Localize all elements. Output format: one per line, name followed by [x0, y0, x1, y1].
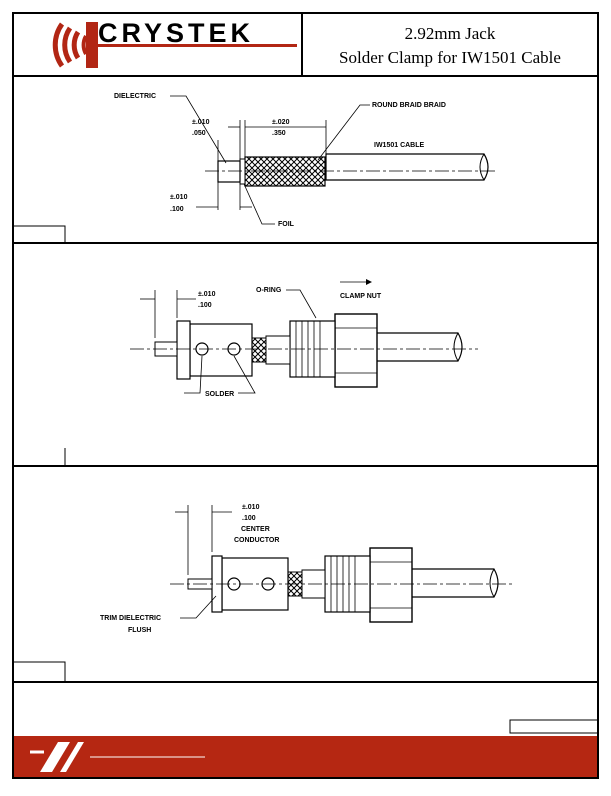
cable-jacket	[325, 153, 489, 181]
label-foil: FOIL	[278, 221, 295, 228]
cable-2	[374, 332, 463, 362]
step-box-3	[13, 661, 66, 682]
outer-frame	[12, 12, 599, 779]
doc-number-box	[509, 719, 599, 734]
foil-section	[239, 158, 246, 185]
brand-name: CRYSTEK	[98, 18, 254, 48]
tol-c: ±.010	[170, 194, 188, 201]
braid-2	[251, 337, 267, 363]
tol-b: ±.020	[272, 119, 290, 126]
braid-section	[244, 156, 326, 187]
label-trim-dielectric: TRIM DIELECTRIC	[100, 615, 161, 622]
label-dielectric: DIELECTRIC	[114, 93, 156, 100]
dim-2: .100	[198, 302, 212, 309]
crystek-logo: CRYSTEK	[52, 18, 297, 68]
footer-logo-mark	[30, 742, 84, 772]
label-clamp-nut: CLAMP NUT	[340, 293, 382, 300]
title-line-2: Solder Clamp for IW1501 Cable	[339, 48, 561, 67]
step3-drawing	[170, 505, 512, 623]
dim-c: .100	[170, 206, 184, 213]
flange-2	[176, 320, 191, 380]
dim-a: .050	[192, 130, 206, 137]
label-conductor: CONDUCTOR	[234, 537, 279, 544]
clamp-nut	[334, 313, 378, 388]
title-line-1: 2.92mm Jack	[404, 24, 496, 43]
step-box-1	[13, 225, 66, 243]
label-oring: O-RING	[256, 287, 282, 294]
tol-3: ±.010	[242, 504, 260, 511]
label-flush: FLUSH	[128, 627, 151, 634]
dim-b: .350	[272, 130, 286, 137]
step1-drawing	[170, 95, 498, 225]
dim-3: .100	[242, 515, 256, 522]
label-center: CENTER	[241, 526, 270, 533]
clamp-nut-3	[369, 547, 413, 623]
cable-3	[409, 568, 499, 598]
step2-drawing	[130, 279, 478, 394]
tol-2: ±.010	[198, 291, 216, 298]
label-solder: SOLDER	[205, 391, 234, 398]
dielectric-section	[217, 160, 241, 183]
label-round-braid: ROUND BRAID BRAID	[372, 102, 446, 109]
label-cable: IW1501 CABLE	[374, 142, 425, 149]
tol-a: ±.010	[192, 119, 210, 126]
